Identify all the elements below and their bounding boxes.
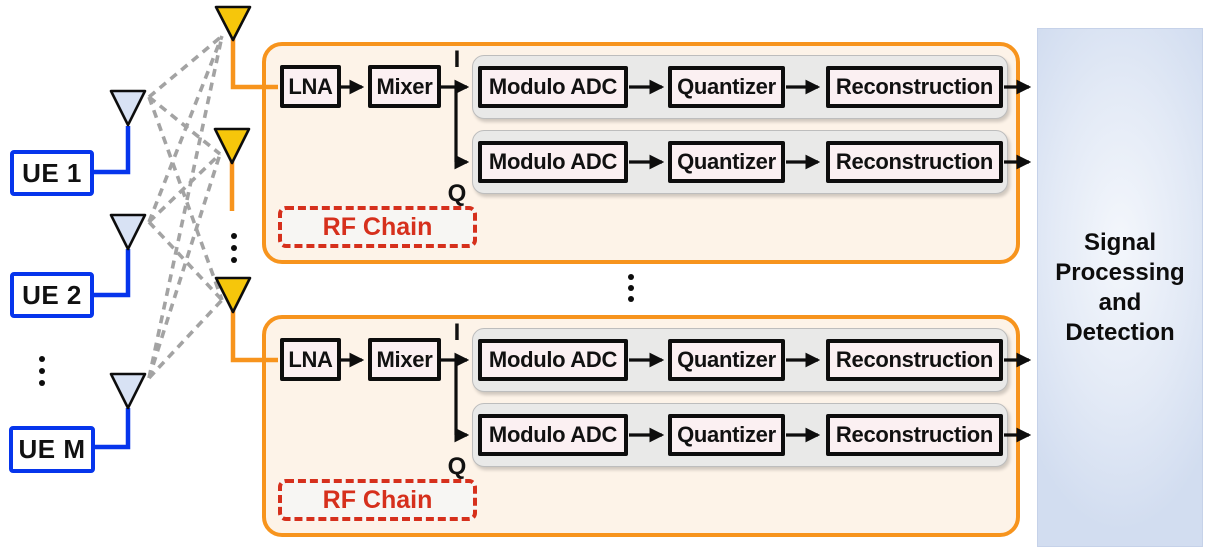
chain1-q-label: Q xyxy=(447,180,467,207)
bs-antenna-ellipsis-icon xyxy=(231,233,237,263)
chain1-q-reconstruction-block: Reconstruction xyxy=(826,141,1003,183)
chain1-i-reconstruction-label: Reconstruction xyxy=(835,74,994,99)
chain1-q-modulo-adc-block: Modulo ADC xyxy=(478,141,628,183)
chain1-q-reconstruction-label: Reconstruction xyxy=(835,149,994,174)
ue-m-label: UE M xyxy=(18,434,86,464)
ue-1-label: UE 1 xyxy=(22,157,82,188)
chain2-rf-chain-label: RF Chain xyxy=(322,485,433,514)
ue-box-m: UE M xyxy=(9,426,95,473)
ue-box-2: UE 2 xyxy=(10,272,94,318)
chain1-q-quantizer-block: Quantizer xyxy=(668,141,785,183)
chain1-rf-chain-label-box: RF Chain xyxy=(278,206,477,248)
chain1-lna-label: LNA xyxy=(288,73,333,99)
ue1-antenna-icon xyxy=(109,89,147,127)
chain1-i-modulo-adc-block: Modulo ADC xyxy=(478,66,628,108)
chain2-q-quantizer-label: Quantizer xyxy=(677,422,776,447)
chain2-i-reconstruction-block: Reconstruction xyxy=(826,339,1003,381)
chain1-lna-block: LNA xyxy=(280,65,341,108)
chain2-i-quantizer-label: Quantizer xyxy=(677,347,776,372)
rf-chain-ellipsis-icon xyxy=(628,274,634,302)
chain1-i-modulo-adc-label: Modulo ADC xyxy=(488,74,618,99)
chain2-q-reconstruction-block: Reconstruction xyxy=(826,414,1003,456)
chain1-i-reconstruction-block: Reconstruction xyxy=(826,66,1003,108)
bs-antenna-icons xyxy=(213,5,252,314)
ue-box-1: UE 1 xyxy=(10,150,94,196)
ue-2-label: UE 2 xyxy=(22,279,82,310)
chain2-lna-label: LNA xyxy=(288,346,333,372)
chain2-mixer-label: Mixer xyxy=(376,346,433,372)
chain2-i-label: I xyxy=(453,319,461,346)
chain2-q-modulo-adc-block: Modulo ADC xyxy=(478,414,628,456)
signal-processing-label: Signal Processing and Detection xyxy=(1055,228,1185,346)
chain2-i-modulo-adc-label: Modulo ADC xyxy=(488,347,618,372)
chain2-lna-block: LNA xyxy=(280,338,341,381)
signal-processing-box: Signal Processing and Detection xyxy=(1037,28,1203,547)
chain2-q-reconstruction-label: Reconstruction xyxy=(835,422,994,447)
chain2-q-modulo-adc-label: Modulo ADC xyxy=(488,422,618,447)
chain2-q-label: Q xyxy=(447,453,467,480)
chain1-mixer-block: Mixer xyxy=(368,65,441,108)
bs-antenna-1-icon xyxy=(214,5,252,42)
chain1-q-quantizer-label: Quantizer xyxy=(677,149,776,174)
wireless-link-dashed-lines xyxy=(147,34,224,380)
bs-antenna-2-icon xyxy=(213,127,251,165)
chain1-q-modulo-adc-label: Modulo ADC xyxy=(488,149,618,174)
chain1-i-label: I xyxy=(453,46,461,73)
chain2-q-quantizer-block: Quantizer xyxy=(668,414,785,456)
ue-feed-lines xyxy=(90,126,131,450)
bs-antenna-3-icon xyxy=(214,276,252,314)
chain2-mixer-block: Mixer xyxy=(368,338,441,381)
chain2-i-modulo-adc-block: Modulo ADC xyxy=(478,339,628,381)
ue-antenna-icons xyxy=(109,89,147,410)
chain1-i-quantizer-block: Quantizer xyxy=(668,66,785,108)
chain2-rf-chain-label-box: RF Chain xyxy=(278,479,477,521)
chain1-i-quantizer-label: Quantizer xyxy=(677,74,776,99)
uem-antenna-icon xyxy=(109,372,147,410)
chain2-i-quantizer-block: Quantizer xyxy=(668,339,785,381)
ue-column-ellipsis-icon xyxy=(39,356,45,386)
chain2-i-reconstruction-label: Reconstruction xyxy=(835,347,994,372)
chain1-mixer-label: Mixer xyxy=(376,73,433,99)
chain1-rf-chain-label: RF Chain xyxy=(322,212,433,241)
ue2-antenna-icon xyxy=(109,213,147,251)
